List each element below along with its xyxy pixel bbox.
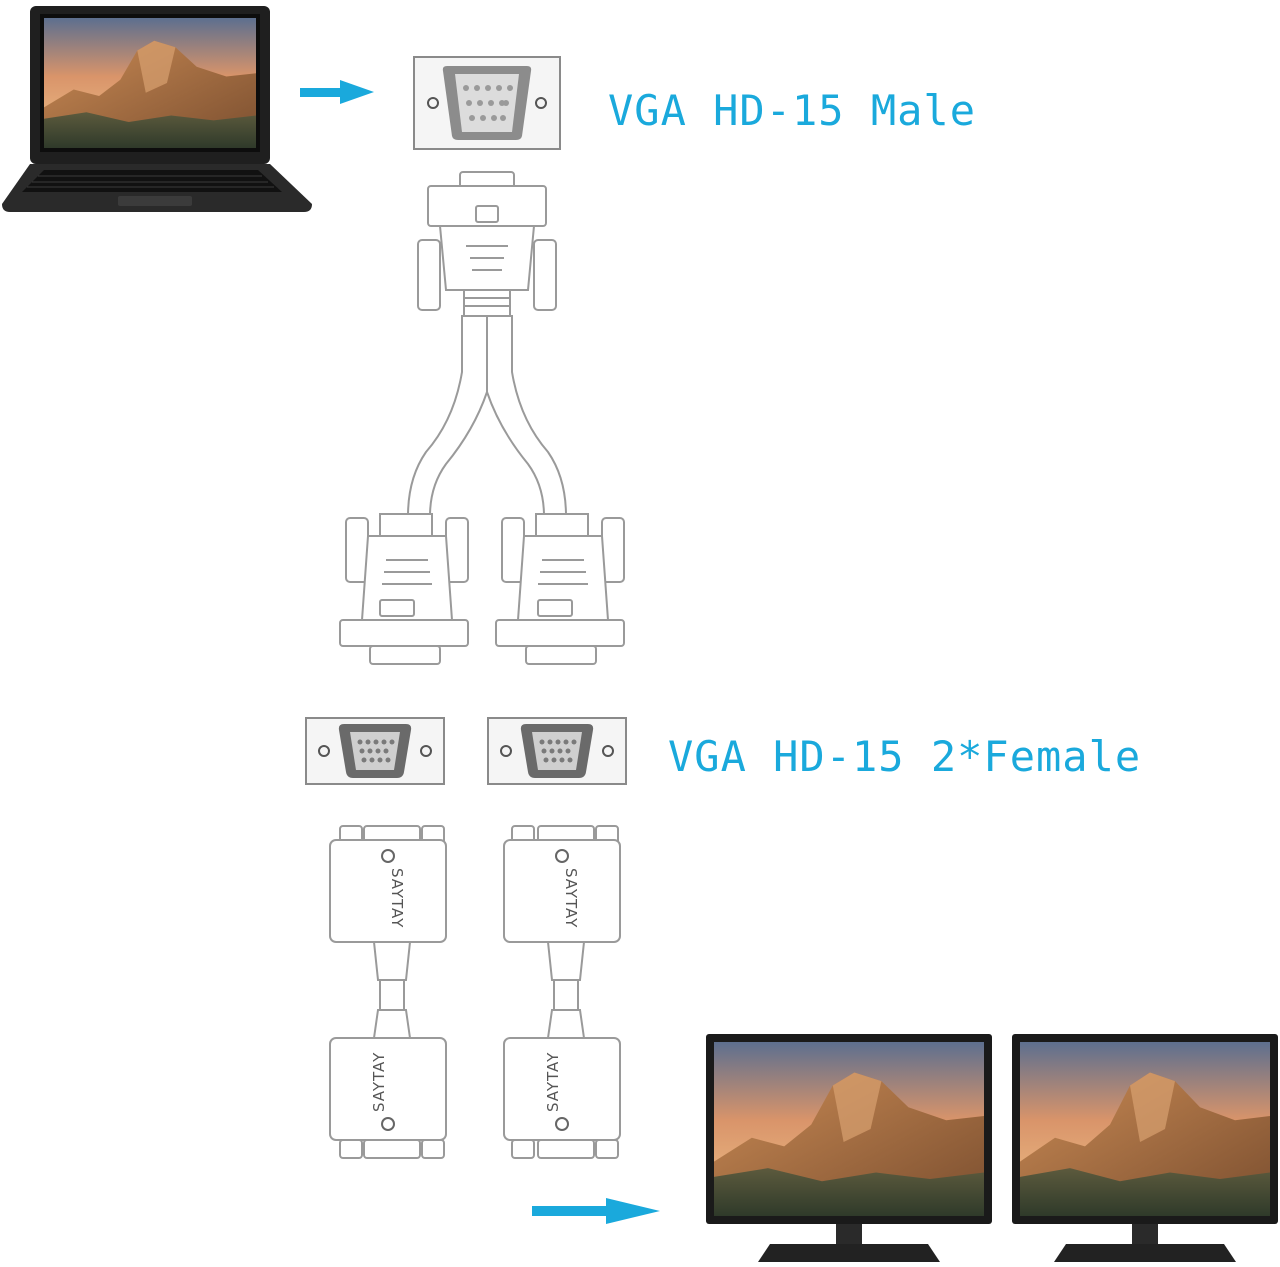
- vga-male-label: VGA HD-15 Male: [608, 86, 977, 135]
- monitor-icon-left: [706, 1034, 992, 1262]
- arrow-to-male-icon: [300, 80, 374, 104]
- vga-female-label: VGA HD-15 2*Female: [668, 732, 1142, 781]
- vga-y-splitter-cable: [339, 171, 625, 665]
- vga-female-port-face-left: [305, 717, 445, 785]
- vga-monitor-cable-right: [503, 825, 621, 1159]
- arrow-to-monitors-icon: [532, 1198, 660, 1224]
- vga-female-port-face-right: [487, 717, 627, 785]
- brand-label-left-bottom: SAYTAY: [370, 1052, 388, 1112]
- monitor-icon-right: [1012, 1034, 1278, 1262]
- laptop-icon: [2, 6, 312, 212]
- brand-label-right-top: SAYTAY: [562, 868, 580, 928]
- brand-logo-icon: [381, 849, 569, 1131]
- brand-label-left-top: SAYTAY: [388, 868, 406, 928]
- vga-male-port-face: [413, 56, 561, 150]
- brand-label-right-bottom: SAYTAY: [544, 1052, 562, 1112]
- vga-monitor-cable-left: [329, 825, 447, 1159]
